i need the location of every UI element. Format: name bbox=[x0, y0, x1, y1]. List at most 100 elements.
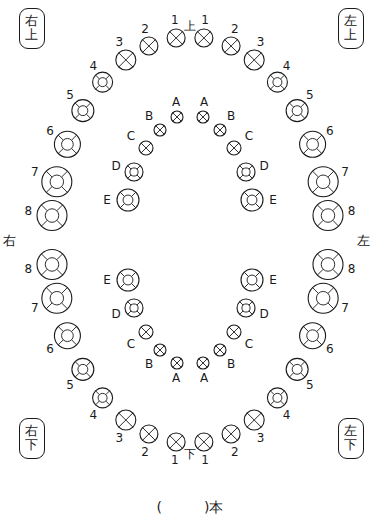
tooth-label: 4 bbox=[90, 409, 98, 421]
tooth-label: 5 bbox=[66, 379, 74, 391]
tooth-outline bbox=[195, 433, 213, 451]
tooth-line bbox=[289, 114, 293, 118]
tooth-label: 3 bbox=[116, 432, 124, 444]
tooth-label: 下 bbox=[184, 448, 196, 460]
tooth-outline bbox=[72, 100, 94, 122]
tooth-line bbox=[120, 284, 124, 288]
tooth-outline bbox=[42, 283, 72, 313]
tooth-label: 8 bbox=[348, 205, 356, 217]
tooth-label: 5 bbox=[306, 89, 314, 101]
tooth-outline bbox=[222, 425, 240, 443]
tooth-line bbox=[137, 311, 141, 315]
tooth-outline bbox=[116, 50, 136, 70]
tooth-label: 上 bbox=[184, 20, 196, 32]
tooth-label: E bbox=[269, 274, 277, 286]
tooth-line bbox=[281, 85, 285, 89]
tooth-line bbox=[256, 284, 260, 288]
tooth-line bbox=[216, 346, 224, 354]
tooth-line bbox=[72, 340, 77, 345]
tooth-line bbox=[156, 126, 164, 134]
quadrant-label: 左下 bbox=[344, 424, 357, 453]
tooth-outline bbox=[237, 163, 255, 181]
tooth-label: 1 bbox=[201, 454, 209, 466]
tooth-line bbox=[240, 166, 244, 170]
tooth-line bbox=[244, 192, 248, 196]
tooth-line bbox=[46, 187, 52, 193]
tooth-outline bbox=[214, 124, 226, 136]
tooth-line bbox=[270, 401, 274, 405]
tooth-line bbox=[128, 302, 132, 306]
tooth-line bbox=[41, 220, 47, 226]
tooth-line bbox=[120, 192, 124, 196]
tooth-line bbox=[225, 428, 238, 441]
tooth-line bbox=[170, 436, 183, 449]
tooth-outline bbox=[197, 111, 209, 123]
tooth-line bbox=[57, 220, 63, 226]
tooth-line bbox=[249, 166, 253, 170]
tooth-line bbox=[244, 204, 248, 208]
tooth-label: B bbox=[227, 358, 235, 370]
tooth-line bbox=[328, 187, 334, 193]
tooth-outline bbox=[313, 201, 343, 231]
tooth-label: 2 bbox=[141, 446, 149, 458]
tooth-line bbox=[72, 326, 77, 331]
tooth-outline bbox=[214, 344, 226, 356]
tooth-outline bbox=[227, 325, 241, 339]
tooth-line bbox=[333, 220, 339, 226]
tooth-outline bbox=[140, 37, 158, 55]
tooth-line bbox=[247, 53, 261, 67]
tooth-line bbox=[86, 103, 90, 107]
tooth-label: 7 bbox=[31, 166, 39, 178]
tooth-outline bbox=[313, 249, 343, 279]
quadrant-box: 左上 bbox=[338, 8, 364, 49]
tooth-label: C bbox=[245, 130, 253, 142]
tooth-inner bbox=[321, 209, 335, 223]
tooth-label: B bbox=[227, 110, 235, 122]
tooth-line bbox=[173, 113, 181, 121]
tooth-outline bbox=[241, 269, 263, 291]
tooth-outline bbox=[237, 299, 255, 317]
tooth-outline bbox=[154, 344, 166, 356]
tooth-label: E bbox=[103, 274, 111, 286]
tooth-inner bbox=[130, 304, 138, 312]
tooth-outline bbox=[267, 388, 287, 408]
tooth-inner bbox=[123, 195, 133, 205]
tooth-inner bbox=[98, 78, 107, 87]
tooth-label: E bbox=[269, 194, 277, 206]
tooth-label: 6 bbox=[326, 125, 334, 137]
tooth-label: D bbox=[111, 160, 120, 172]
tooth-line bbox=[317, 205, 323, 211]
tooth-inner bbox=[307, 330, 319, 342]
tooth-outline bbox=[227, 141, 241, 155]
tooth-line bbox=[86, 362, 90, 366]
tooth-line bbox=[143, 40, 156, 53]
tooth-line bbox=[119, 53, 133, 67]
tooth-label: 8 bbox=[25, 263, 33, 275]
tooth-line bbox=[132, 272, 136, 276]
quadrant-box: 右下 bbox=[19, 418, 45, 459]
tooth-line bbox=[229, 143, 239, 153]
tooth-label: 5 bbox=[306, 379, 314, 391]
tooth-line bbox=[247, 413, 261, 427]
tooth-line bbox=[128, 175, 132, 179]
tooth-line bbox=[57, 269, 63, 275]
tooth-line bbox=[328, 288, 334, 294]
tooth-line bbox=[173, 359, 181, 367]
tooth-line bbox=[249, 302, 253, 306]
tooth-outline bbox=[167, 29, 185, 47]
tooth-outline bbox=[197, 357, 209, 369]
tooth-line bbox=[143, 428, 156, 441]
tooth-label: 3 bbox=[257, 36, 265, 48]
tooth-inner bbox=[62, 138, 74, 150]
tooth-line bbox=[75, 362, 79, 366]
tooth-line bbox=[240, 302, 244, 306]
tooth-label: C bbox=[127, 338, 135, 350]
tooth-line bbox=[141, 143, 151, 153]
tooth-outline bbox=[244, 50, 264, 70]
tooth-inner bbox=[62, 330, 74, 342]
tooth-line bbox=[72, 135, 77, 140]
tooth-line bbox=[58, 148, 63, 153]
tooth-line bbox=[119, 53, 133, 67]
tooth-line bbox=[281, 401, 285, 405]
